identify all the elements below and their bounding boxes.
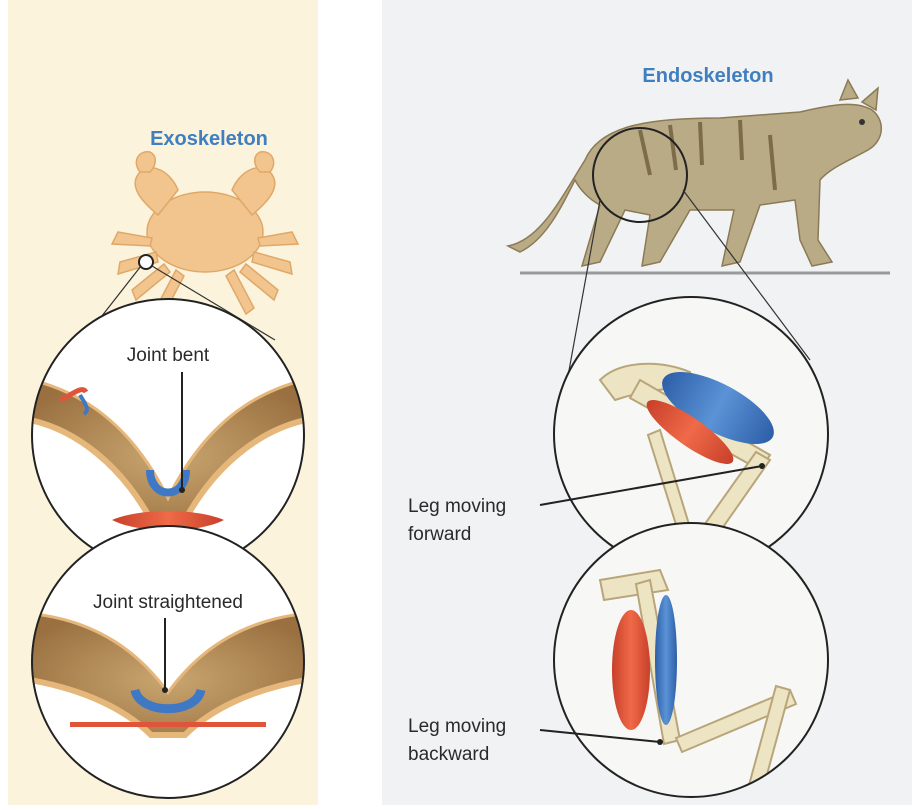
muscle-blue-backward — [655, 595, 677, 725]
muscle-bent — [112, 511, 224, 531]
label-backward-line2: backward — [408, 744, 489, 765]
exoskeleton-straight-shell — [32, 608, 304, 738]
label-forward-line1: Leg moving — [408, 496, 506, 517]
pointer-backward — [539, 729, 661, 743]
muscle-red-forward — [646, 400, 734, 464]
pointer-forward — [539, 465, 763, 506]
crab-joint-marker — [138, 254, 154, 270]
endoskeleton-title: Endoskeleton — [642, 65, 773, 87]
joint-bent-magnifier — [31, 298, 305, 572]
exoskeleton-title: Exoskeleton — [150, 128, 268, 150]
crab-illustration — [110, 151, 300, 316]
muscle-blue-forward — [662, 371, 774, 445]
label-joint-bent: Joint bent — [127, 345, 210, 366]
label-joint-straightened: Joint straightened — [93, 592, 243, 613]
joint-membrane-straight — [130, 688, 206, 714]
label-forward-line2: forward — [408, 524, 471, 545]
muscle-straightened — [70, 722, 266, 727]
cat-leg-marker — [592, 127, 688, 223]
exoskeleton-bent-shell — [32, 374, 304, 523]
joint-membrane-bent — [146, 469, 190, 497]
muscle-red-backward — [612, 610, 650, 730]
leg-backward-magnifier — [553, 522, 829, 798]
cat-illustration — [505, 78, 890, 275]
label-backward-line1: Leg moving — [408, 716, 506, 737]
zoom-line-right — [151, 265, 276, 341]
zoom-line-cat-right — [682, 189, 811, 361]
